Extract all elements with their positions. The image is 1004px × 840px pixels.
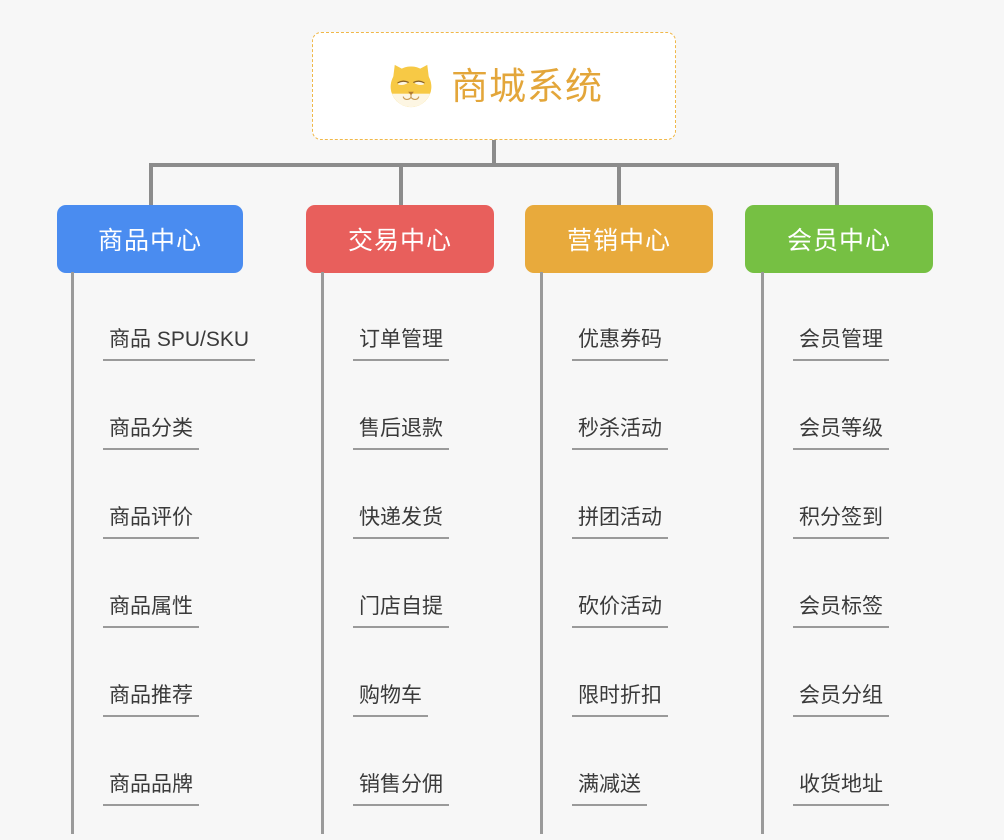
list-item[interactable]: 商品分类 [71, 361, 255, 450]
leaf-label: 商品 SPU/SKU [103, 328, 256, 361]
list-item[interactable]: 销售分佣 [321, 717, 449, 806]
leaf-label: 秒杀活动 [572, 417, 668, 450]
leaf-label: 售后退款 [353, 417, 449, 450]
leaf-label: 优惠券码 [572, 328, 668, 361]
branch-drop-line-3 [617, 163, 621, 207]
leaf-column-4: 会员管理 会员等级 积分签到 会员标签 会员分组 收货地址 [761, 272, 889, 834]
shiba-dog-face-icon [390, 64, 432, 108]
list-item[interactable]: 满减送 [540, 717, 668, 806]
list-item[interactable]: 购物车 [321, 628, 449, 717]
list-item[interactable]: 积分签到 [761, 450, 889, 539]
leaf-label: 销售分佣 [353, 773, 449, 806]
root-title: 商城系统 [451, 65, 603, 107]
list-item[interactable]: 商品推荐 [71, 628, 255, 717]
list-item[interactable]: 会员等级 [761, 361, 889, 450]
leaf-label: 会员等级 [793, 417, 889, 450]
leaf-label: 订单管理 [353, 328, 449, 361]
leaf-label: 砍价活动 [572, 595, 668, 628]
category-header-label: 营销中心 [566, 227, 671, 255]
leaf-spine [71, 272, 74, 834]
category-header-label: 会员中心 [786, 227, 891, 255]
list-item[interactable]: 限时折扣 [540, 628, 668, 717]
leaf-label: 积分签到 [793, 506, 889, 539]
leaf-label: 限时折扣 [572, 684, 668, 717]
leaf-label: 拼团活动 [572, 506, 668, 539]
category-header-4[interactable]: 会员中心 [745, 205, 933, 273]
leaf-spine [321, 272, 324, 834]
list-item[interactable]: 售后退款 [321, 361, 449, 450]
branch-drop-line-2 [399, 163, 403, 207]
list-item[interactable]: 订单管理 [321, 272, 449, 361]
category-header-label: 交易中心 [347, 227, 452, 255]
leaf-label: 快递发货 [353, 506, 449, 539]
leaf-label: 商品推荐 [103, 684, 199, 717]
leaf-label: 购物车 [353, 684, 428, 717]
category-header-3[interactable]: 营销中心 [525, 205, 713, 273]
category-header-1[interactable]: 商品中心 [57, 205, 243, 273]
category-header-label: 商品中心 [97, 227, 202, 255]
leaf-spine [761, 272, 764, 834]
list-item[interactable]: 会员标签 [761, 539, 889, 628]
leaf-label: 收货地址 [793, 773, 889, 806]
leaf-spine [540, 272, 543, 834]
leaf-label: 满减送 [572, 773, 647, 806]
branch-drop-line-4 [835, 163, 839, 207]
list-item[interactable]: 收货地址 [761, 717, 889, 806]
leaf-column-1: 商品 SPU/SKU 商品分类 商品评价 商品属性 商品推荐 商品品牌 [71, 272, 256, 834]
leaf-label: 商品属性 [103, 595, 199, 628]
list-item[interactable]: 商品评价 [71, 450, 255, 539]
trunk-line [149, 163, 837, 167]
list-item[interactable]: 商品品牌 [71, 717, 255, 806]
leaf-label: 商品分类 [103, 417, 199, 450]
root-stem-line [492, 139, 496, 165]
root-node[interactable]: 商城系统 [312, 32, 676, 140]
category-header-2[interactable]: 交易中心 [306, 205, 494, 273]
list-item[interactable]: 优惠券码 [540, 272, 668, 361]
list-item[interactable]: 秒杀活动 [540, 361, 668, 450]
list-item[interactable]: 商品属性 [71, 539, 255, 628]
list-item[interactable]: 商品 SPU/SKU [71, 272, 256, 361]
leaf-label: 会员分组 [793, 684, 889, 717]
list-item[interactable]: 快递发货 [321, 450, 449, 539]
list-item[interactable]: 砍价活动 [540, 539, 668, 628]
leaf-label: 商品品牌 [103, 773, 199, 806]
list-item[interactable]: 门店自提 [321, 539, 449, 628]
leaf-label: 商品评价 [103, 506, 199, 539]
leaf-column-3: 优惠券码 秒杀活动 拼团活动 砍价活动 限时折扣 满减送 [540, 272, 668, 834]
leaf-label: 会员标签 [793, 595, 889, 628]
list-item[interactable]: 拼团活动 [540, 450, 668, 539]
leaf-label: 门店自提 [353, 595, 449, 628]
list-item[interactable]: 会员管理 [761, 272, 889, 361]
branch-drop-line-1 [149, 163, 153, 207]
leaf-column-2: 订单管理 售后退款 快递发货 门店自提 购物车 销售分佣 [321, 272, 449, 834]
leaf-label: 会员管理 [793, 328, 889, 361]
list-item[interactable]: 会员分组 [761, 628, 889, 717]
